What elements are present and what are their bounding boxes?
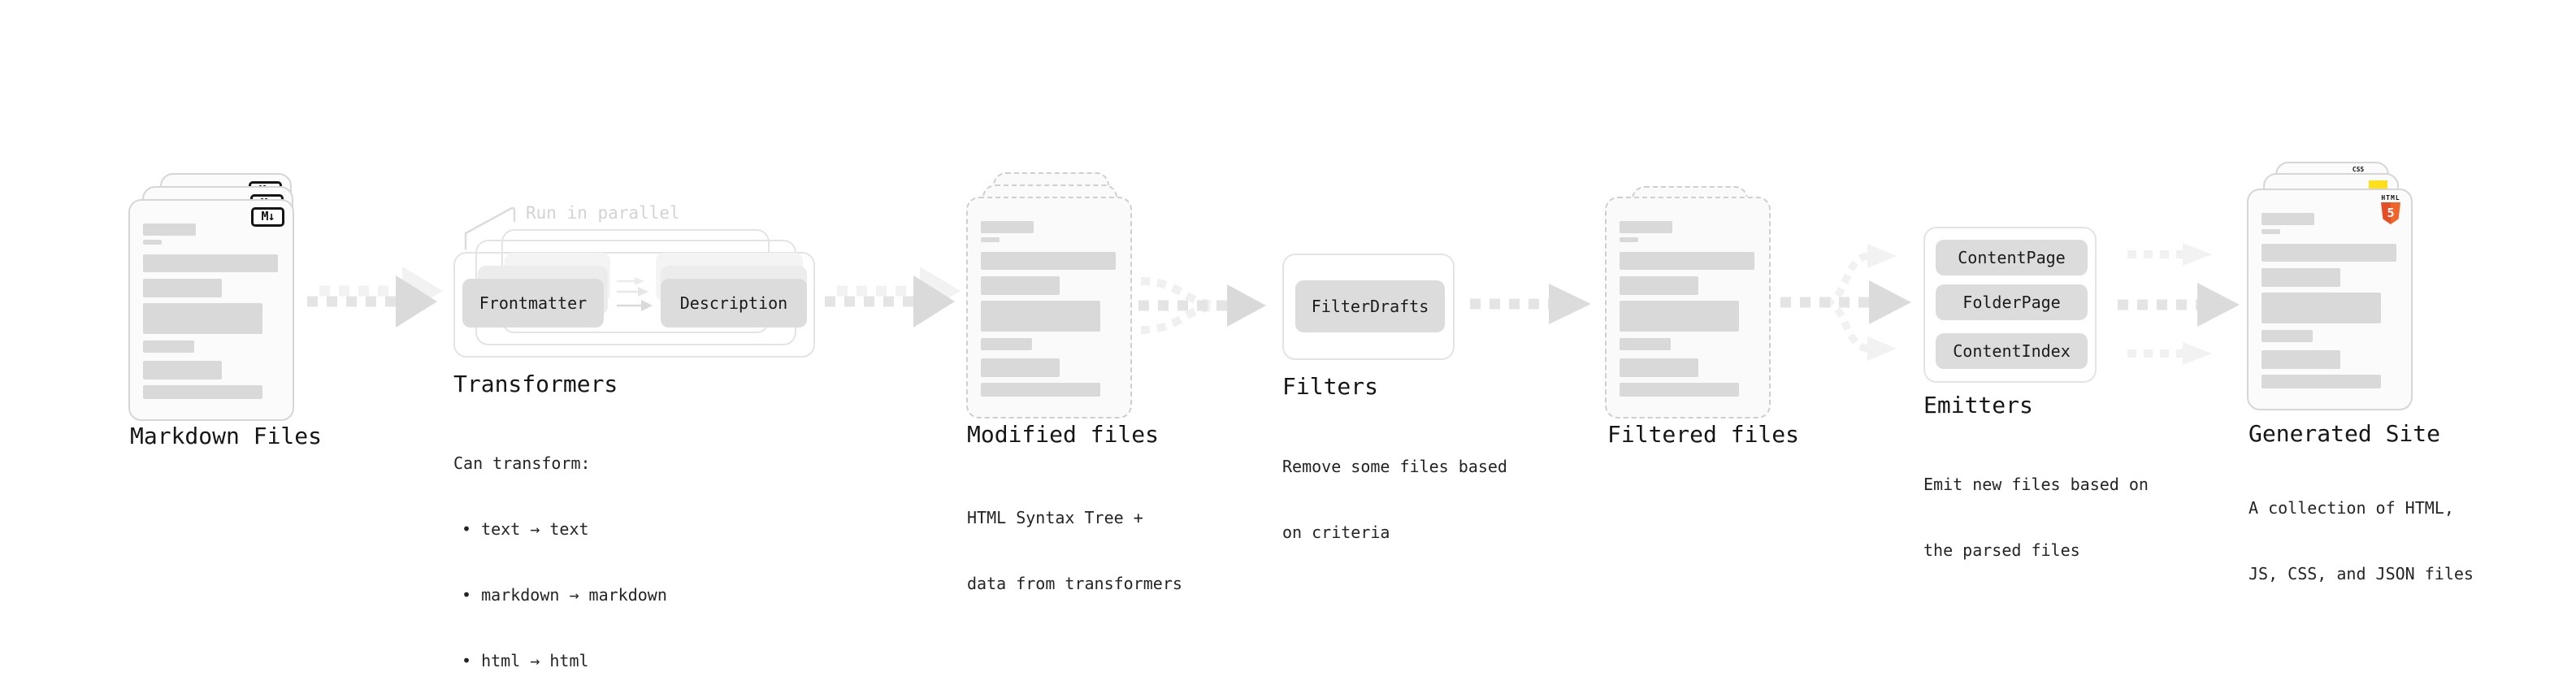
arrow-markdown-to-transformers [307, 267, 443, 327]
parallel-flow-arrows-icon [617, 277, 653, 311]
file-card-content [143, 223, 278, 399]
emitter-node-contentpage: ContentPage [1936, 240, 2088, 275]
text-line-placeholder [143, 303, 262, 334]
arrow-transformers-to-modified [825, 267, 961, 327]
transformer-frame [453, 252, 815, 358]
text-line-placeholder [1620, 237, 1638, 242]
text-line-placeholder [1620, 301, 1739, 332]
filtered-files-label: Filtered files [1607, 421, 1800, 448]
text-line-placeholder [981, 338, 1032, 350]
transformer-node-frontmatter: Frontmatter [462, 279, 604, 327]
emitters-frame: ContentPage FolderPage ContentIndex [1923, 227, 2097, 383]
text-line-placeholder [2262, 213, 2314, 225]
transformers-description: Can transform: • text → text • markdown … [453, 409, 667, 681]
text-line-placeholder [143, 279, 222, 297]
run-in-parallel-callout-line [464, 206, 516, 250]
text-line-placeholder [143, 240, 162, 245]
emitters-label: Emitters [1923, 392, 2033, 419]
file-card-content [2262, 213, 2396, 388]
file-card [966, 197, 1132, 419]
filters-frame: FilterDrafts [1282, 254, 1455, 360]
markdown-files-label: Markdown Files [130, 423, 323, 449]
text-line-placeholder [2262, 229, 2280, 234]
transformers-cluster: Frontmatter Description [453, 206, 819, 359]
text-line-placeholder [1620, 276, 1698, 295]
html5-icon-label: HTML [2381, 194, 2400, 202]
desc-bullet: • markdown → markdown [462, 585, 667, 605]
text-line-placeholder [981, 383, 1100, 397]
transformer-node-description: Description [661, 279, 807, 327]
desc-line: Remove some files based [1282, 457, 1507, 476]
filter-node-filterdrafts: FilterDrafts [1295, 280, 1445, 332]
text-line-placeholder [2262, 375, 2381, 388]
desc-bullet: • html → html [462, 651, 589, 670]
markdown-icon: M↓ [251, 207, 284, 227]
text-line-placeholder [2262, 244, 2396, 262]
arrow-modified-to-filters-merge [1138, 277, 1266, 334]
filters-description: Remove some files based on criteria [1282, 412, 1507, 588]
markdown-files-stack: M↓ M↓ M↓ [128, 173, 299, 425]
file-card-content [1620, 221, 1754, 397]
modified-files-stack [966, 172, 1137, 424]
desc-line: on criteria [1282, 523, 1390, 542]
desc-line: the parsed files [1923, 540, 2080, 560]
file-card [1605, 197, 1771, 419]
text-line-placeholder [143, 254, 278, 272]
transformers-label: Transformers [453, 371, 618, 397]
text-line-placeholder [1620, 358, 1698, 377]
text-line-placeholder [143, 361, 222, 380]
text-line-placeholder [1620, 338, 1671, 350]
text-line-placeholder [143, 340, 194, 353]
text-line-placeholder [2262, 293, 2381, 323]
modified-files-label: Modified files [967, 421, 1160, 448]
text-line-placeholder [981, 301, 1100, 332]
html5-icon: HTML 5 [2379, 194, 2402, 224]
text-line-placeholder [143, 385, 262, 399]
modified-files-description: HTML Syntax Tree + data from transformer… [967, 463, 1182, 639]
generated-site-stack: CSS HTML 5 [2247, 162, 2418, 414]
file-card: M↓ [128, 199, 294, 421]
desc-line: JS, CSS, and JSON files [2249, 564, 2474, 583]
text-line-placeholder [981, 276, 1060, 295]
generated-site-label: Generated Site [2249, 420, 2441, 447]
generated-site-description: A collection of HTML, JS, CSS, and JSON … [2249, 453, 2474, 629]
text-line-placeholder [2262, 350, 2340, 369]
file-card: HTML 5 [2247, 189, 2413, 410]
text-line-placeholder [981, 237, 1000, 242]
desc-line: data from transformers [967, 574, 1182, 593]
emitter-node-folderpage: FolderPage [1936, 284, 2088, 320]
emitter-node-contentindex: ContentIndex [1936, 333, 2088, 369]
file-card-content [981, 221, 1116, 397]
text-line-placeholder [1620, 383, 1739, 397]
text-line-placeholder [1620, 221, 1672, 233]
text-line-placeholder [143, 223, 196, 236]
filtered-files-stack [1605, 186, 1776, 426]
arrow-filtered-to-emitters-split [1780, 244, 1911, 361]
arrow-filters-to-filtered [1470, 284, 1591, 324]
desc-line: Emit new files based on [1923, 475, 2149, 494]
text-line-placeholder [2262, 268, 2340, 287]
text-line-placeholder [981, 358, 1060, 377]
javascript-icon [2369, 180, 2387, 189]
text-line-placeholder [981, 252, 1116, 270]
text-line-placeholder [981, 221, 1034, 233]
desc-bullet: • text → text [462, 519, 589, 539]
emitters-description: Emit new files based on the parsed files [1923, 430, 2149, 605]
filters-label: Filters [1282, 373, 1379, 400]
arrow-emitters-to-site [2118, 243, 2240, 365]
desc-line: HTML Syntax Tree + [967, 508, 1143, 527]
text-line-placeholder [1620, 252, 1754, 270]
run-in-parallel-note: Run in parallel [526, 203, 680, 223]
desc-line: A collection of HTML, [2249, 498, 2454, 518]
desc-line: Can transform: [453, 453, 591, 473]
text-line-placeholder [2262, 330, 2313, 342]
